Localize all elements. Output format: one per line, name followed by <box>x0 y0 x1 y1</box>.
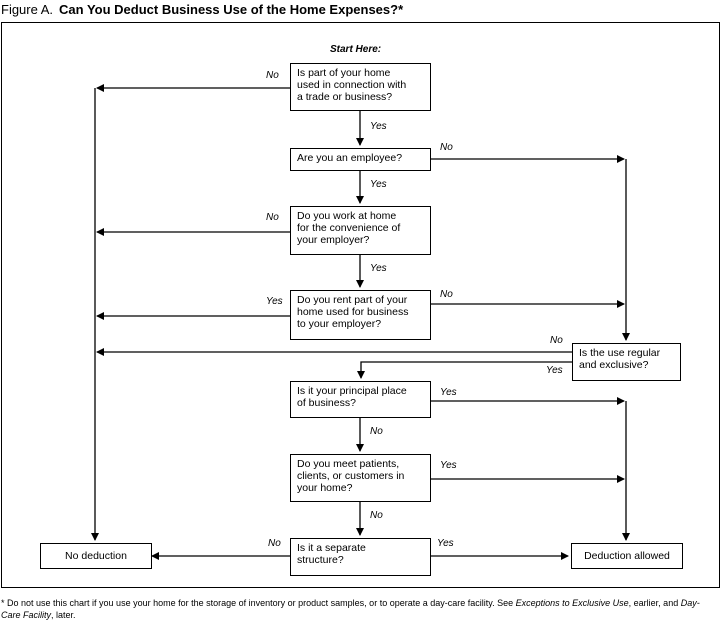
label-q1-no: No <box>266 70 279 81</box>
footnote-text-1: * Do not use this chart if you use your … <box>1 598 516 608</box>
label-q5-no: No <box>550 335 563 346</box>
label-q1-yes: Yes <box>370 121 387 132</box>
label-q4-yes: Yes <box>266 296 283 307</box>
outcome-deduction-allowed-text: Deduction allowed <box>584 550 670 562</box>
question-q7-text: Do you meet patients, clients, or custom… <box>297 458 405 494</box>
footnote-text-3: , later. <box>51 610 76 620</box>
label-q7-no: No <box>370 510 383 521</box>
question-q1-box: Is part of your home used in connection … <box>290 63 431 111</box>
question-q8-text: Is it a separate structure? <box>297 542 366 566</box>
label-q2-yes: Yes <box>370 179 387 190</box>
outcome-no-deduction-text: No deduction <box>65 550 127 562</box>
question-q3-text: Do you work at home for the convenience … <box>297 210 401 246</box>
figure-heading: Can You Deduct Business Use of the Home … <box>59 2 404 17</box>
question-q1-text: Is part of your home used in connection … <box>297 67 407 103</box>
footnote-text-2: , earlier, and <box>628 598 681 608</box>
question-q8-box: Is it a separate structure? <box>290 538 431 576</box>
question-q4-box: Do you rent part of your home used for b… <box>290 290 431 340</box>
question-q6-box: Is it your principal place of business? <box>290 381 431 418</box>
figure-label: Figure A. <box>1 2 54 17</box>
footnote-ref-exceptions: Exceptions to Exclusive Use <box>515 598 629 608</box>
outcome-no-deduction: No deduction <box>40 543 152 569</box>
label-q3-yes: Yes <box>370 263 387 274</box>
label-q7-yes: Yes <box>440 460 457 471</box>
question-q5-text: Is the use regular and exclusive? <box>579 347 661 371</box>
edge-q5-yes <box>357 361 572 379</box>
label-q2-no: No <box>440 142 453 153</box>
label-q8-yes: Yes <box>437 538 454 549</box>
start-label: Start Here: <box>330 44 382 55</box>
footnote: * Do not use this chart if you use your … <box>1 597 719 621</box>
label-q5-yes: Yes <box>546 365 563 376</box>
question-q6-text: Is it your principal place of business? <box>297 385 407 409</box>
figure-title: Figure A. Can You Deduct Business Use of … <box>1 2 403 17</box>
flowchart-frame <box>1 22 720 588</box>
question-q2-text: Are you an employee? <box>297 152 403 164</box>
question-q4-text: Do you rent part of your home used for b… <box>297 294 409 330</box>
question-q2-box: Are you an employee? <box>290 148 431 171</box>
label-q6-yes: Yes <box>440 387 457 398</box>
footnote-ref-daycare: Day-Care Facility <box>1 598 700 620</box>
outcome-deduction-allowed: Deduction allowed <box>571 543 683 569</box>
label-q3-no: No <box>266 212 279 223</box>
question-q7-box: Do you meet patients, clients, or custom… <box>290 454 431 502</box>
question-q3-box: Do you work at home for the convenience … <box>290 206 431 255</box>
label-q4-no: No <box>440 289 453 300</box>
question-q5-box: Is the use regular and exclusive? <box>572 343 681 381</box>
label-q6-no: No <box>370 426 383 437</box>
label-q8-no: No <box>268 538 281 549</box>
